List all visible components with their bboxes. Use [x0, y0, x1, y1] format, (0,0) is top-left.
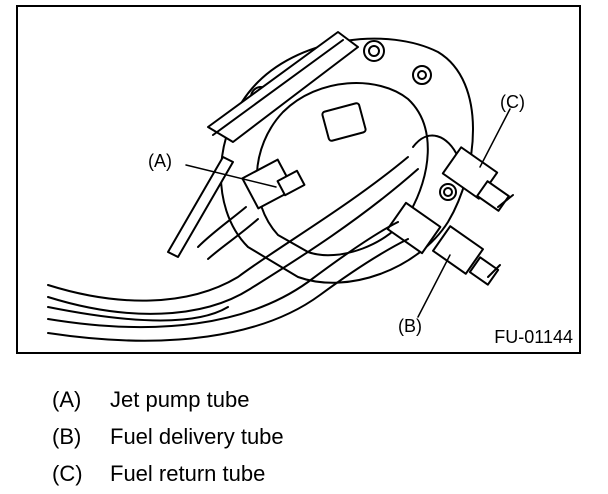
figure-id: FU-01144 — [494, 327, 573, 347]
legend-item-c: (C) Fuel return tube — [52, 462, 265, 486]
figure-frame: (A) (B) (C) FU-01144 — [16, 5, 581, 354]
legend-key: (A) — [52, 387, 82, 412]
fuel-delivery-tube-connector — [386, 201, 501, 286]
pump-boss — [321, 102, 367, 142]
legend-text: Jet pump tube — [110, 387, 250, 412]
upper-bracket — [207, 31, 359, 143]
legend-key: (B) — [52, 424, 82, 449]
fuel-lines — [47, 156, 419, 342]
legend-key: (C) — [52, 461, 83, 486]
leader-line-b — [417, 254, 451, 318]
callout-b: (B) — [398, 316, 422, 336]
fuel-return-tube-connector — [412, 134, 514, 212]
legend-text: Fuel delivery tube — [110, 424, 284, 449]
callout-c: (C) — [500, 92, 525, 112]
jet-pump-tube-connector — [197, 158, 306, 260]
callout-a: (A) — [148, 151, 172, 171]
legend-item-b: (B) Fuel delivery tube — [52, 425, 284, 449]
support-rod — [167, 156, 234, 258]
flange-inner-ring — [255, 82, 429, 257]
fuel-pump-illustration — [47, 31, 514, 342]
legend-text: Fuel return tube — [110, 461, 266, 486]
leader-line-c — [479, 108, 511, 168]
leader-line-a — [185, 164, 277, 188]
legend-item-a: (A) Jet pump tube — [52, 388, 249, 412]
